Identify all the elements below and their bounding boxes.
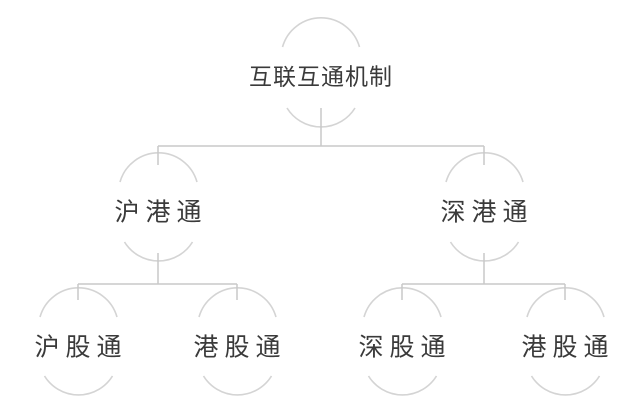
leaf-3-arc-bottom [367, 375, 438, 396]
node-root: 互联互通机制 [249, 64, 393, 91]
root-arc-top [281, 17, 361, 48]
node-southbound-shanghai: 港股通 [193, 332, 287, 362]
node-northbound-shenzhen: 深股通 [358, 332, 452, 362]
node-southbound-shenzhen: 港股通 [521, 332, 615, 362]
leaf-2-arc-bottom [202, 375, 273, 396]
leaf-1-arc-bottom [43, 375, 114, 396]
node-shenzhen-hk-connect: 深港通 [440, 197, 534, 227]
node-shanghai-hk-connect: 沪港通 [114, 197, 208, 227]
leaf-4-arc-bottom [530, 375, 601, 396]
node-northbound-shanghai: 沪股通 [34, 332, 128, 362]
